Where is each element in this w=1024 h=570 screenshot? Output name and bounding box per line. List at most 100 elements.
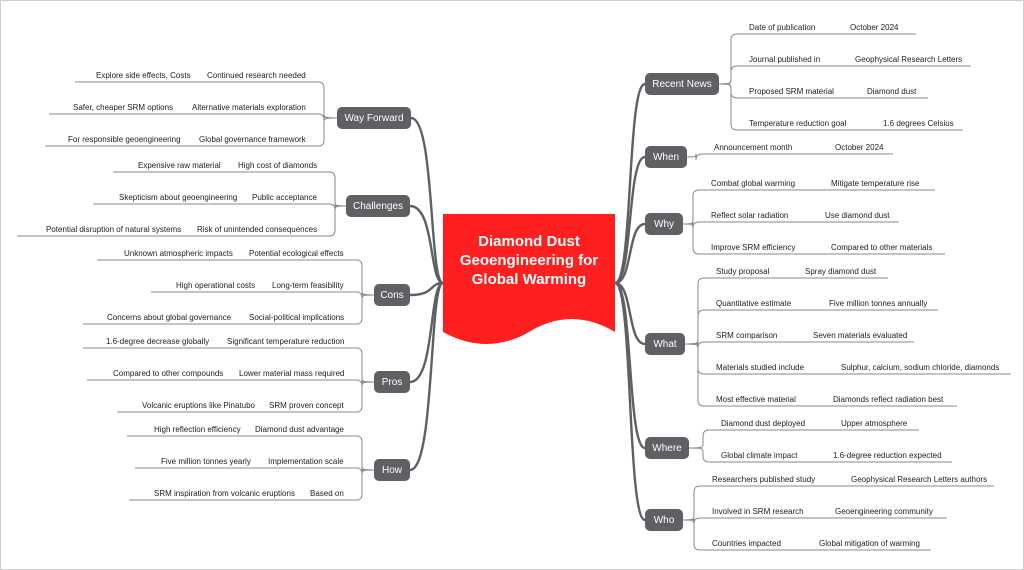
item-label: Lower material mass required: [239, 369, 345, 378]
item-detail: Compared to other compounds: [113, 369, 224, 378]
item-detail: Five million tonnes yearly: [161, 457, 251, 466]
connector-line: [49, 113, 338, 121]
central-topic-title: Diamond Dust Geoengineering for Global W…: [459, 233, 599, 288]
branch-node-challenges: Challenges: [346, 195, 410, 217]
item-label: Global climate impact: [721, 451, 798, 460]
connector-line: [682, 517, 947, 525]
item-detail: High operational costs: [176, 281, 256, 290]
item-detail: Expensive raw material: [138, 161, 221, 170]
item-detail: 1.6-degree decrease globally: [106, 337, 210, 346]
central-topic: Diamond Dust Geoengineering for Global W…: [443, 214, 615, 344]
branch-node-how: How: [374, 459, 410, 481]
item-detail: Spray diamond dust: [805, 267, 877, 276]
central-banner-shape: [443, 214, 615, 344]
item-detail: Safer, cheaper SRM options: [73, 103, 174, 112]
item-detail: For responsible geoengineering: [68, 135, 181, 144]
item-detail: October 2024: [850, 23, 899, 32]
item-label: Quantitative estimate: [716, 299, 792, 308]
connector-line: [614, 281, 646, 346]
item-detail: Potential disruption of natural systems: [46, 225, 182, 234]
item-label: Date of publication: [749, 23, 816, 32]
connector-line: [718, 65, 971, 85]
item-detail: High reflection efficiency: [154, 425, 241, 434]
item-label: Combat global warming: [711, 179, 796, 188]
item-label: High cost of diamonds: [238, 161, 318, 170]
item-detail: Use diamond dust: [825, 211, 890, 220]
connector-line: [614, 155, 646, 285]
branch-node-when: When: [645, 146, 687, 168]
item-label: Implementation scale: [268, 457, 344, 466]
connector-line: [410, 116, 445, 285]
connector-line: [682, 221, 899, 229]
item-label: Based on: [310, 489, 344, 498]
item-detail: Global mitigation of warming: [819, 539, 920, 548]
branch-node-recent-news: Recent News: [645, 73, 719, 95]
item-label: Risk of unintended consequences: [197, 225, 318, 234]
item-detail: Geophysical Research Letters authors: [851, 475, 988, 484]
item-detail: Skepticism about geoengineering: [119, 193, 238, 202]
item-label: Diamond dust deployed: [721, 419, 806, 428]
item-label: Diamond dust advantage: [255, 425, 344, 434]
connector-line: [45, 117, 338, 147]
item-label: Countries impacted: [712, 539, 781, 548]
item-label: Potential ecological effects: [249, 249, 344, 258]
connector-line: [83, 294, 375, 325]
item-label: Global governance framework: [199, 135, 306, 144]
connector-line: [718, 83, 963, 131]
item-label: Most effective material: [716, 395, 796, 404]
connector-line: [129, 469, 375, 501]
item-label: Continued research needed: [207, 71, 306, 80]
connector-line: [151, 291, 375, 299]
branch-node-pros: Pros: [374, 371, 410, 393]
item-detail: Sulphur, calcium, sodium chloride, diamo…: [841, 363, 1000, 372]
item-detail: Seven materials evaluated: [813, 331, 908, 340]
item-label: Proposed SRM material: [749, 87, 834, 96]
item-detail: Diamonds reflect radiation best: [833, 395, 944, 404]
branch-node-why: Why: [645, 213, 683, 235]
item-detail: Mitigate temperature rise: [831, 179, 920, 188]
branch-node-who: Who: [645, 509, 683, 531]
connector-line: [682, 223, 945, 255]
item-detail: SRM inspiration from volcanic eruptions: [154, 489, 295, 498]
connector-line: [682, 519, 931, 551]
item-detail: Diamond dust: [867, 87, 917, 96]
branch-node-cons: Cons: [374, 284, 410, 306]
connector-line: [686, 153, 893, 161]
item-detail: Explore side effects, Costs: [96, 71, 191, 80]
item-label: Significant temperature reduction: [227, 337, 345, 346]
connector-line: [688, 447, 952, 463]
item-label: Alternative materials exploration: [192, 103, 306, 112]
item-label: Reflect solar radiation: [711, 211, 789, 220]
item-label: SRM comparison: [716, 331, 778, 340]
item-detail: 1.6-degree reduction expected: [833, 451, 942, 460]
item-label: Journal published in: [749, 55, 821, 64]
item-detail: 1.6 degrees Celsius: [883, 119, 954, 128]
item-label: Involved in SRM research: [712, 507, 804, 516]
connector-line: [409, 281, 445, 472]
connector-line: [117, 381, 375, 413]
item-label: Improve SRM efficiency: [711, 243, 796, 252]
connector-line: [613, 281, 647, 522]
item-label: Temperature reduction goal: [749, 119, 847, 128]
item-detail: Volcanic eruptions like Pinatubo: [142, 401, 255, 410]
item-detail: Five million tonnes annually: [829, 299, 928, 308]
connector-line: [135, 467, 375, 475]
item-detail: Geophysical Research Letters: [855, 55, 963, 64]
item-label: Materials studied include: [716, 363, 805, 372]
connector-line: [87, 379, 375, 387]
connector-line: [688, 429, 919, 449]
connector-line: [17, 205, 347, 237]
item-label: SRM proven concept: [269, 401, 344, 410]
branch-node-what: What: [645, 333, 685, 355]
item-detail: Unknown atmospheric impacts: [124, 249, 233, 258]
item-label: Announcement month: [714, 143, 793, 152]
item-detail: Concerns about global governance: [107, 313, 232, 322]
item-detail: October 2024: [835, 143, 884, 152]
item-detail: Compared to other materials: [831, 243, 933, 252]
item-detail: Upper atmosphere: [841, 419, 908, 428]
connector-line: [93, 203, 347, 211]
connector-line: [684, 341, 914, 349]
connector-line: [614, 222, 646, 285]
